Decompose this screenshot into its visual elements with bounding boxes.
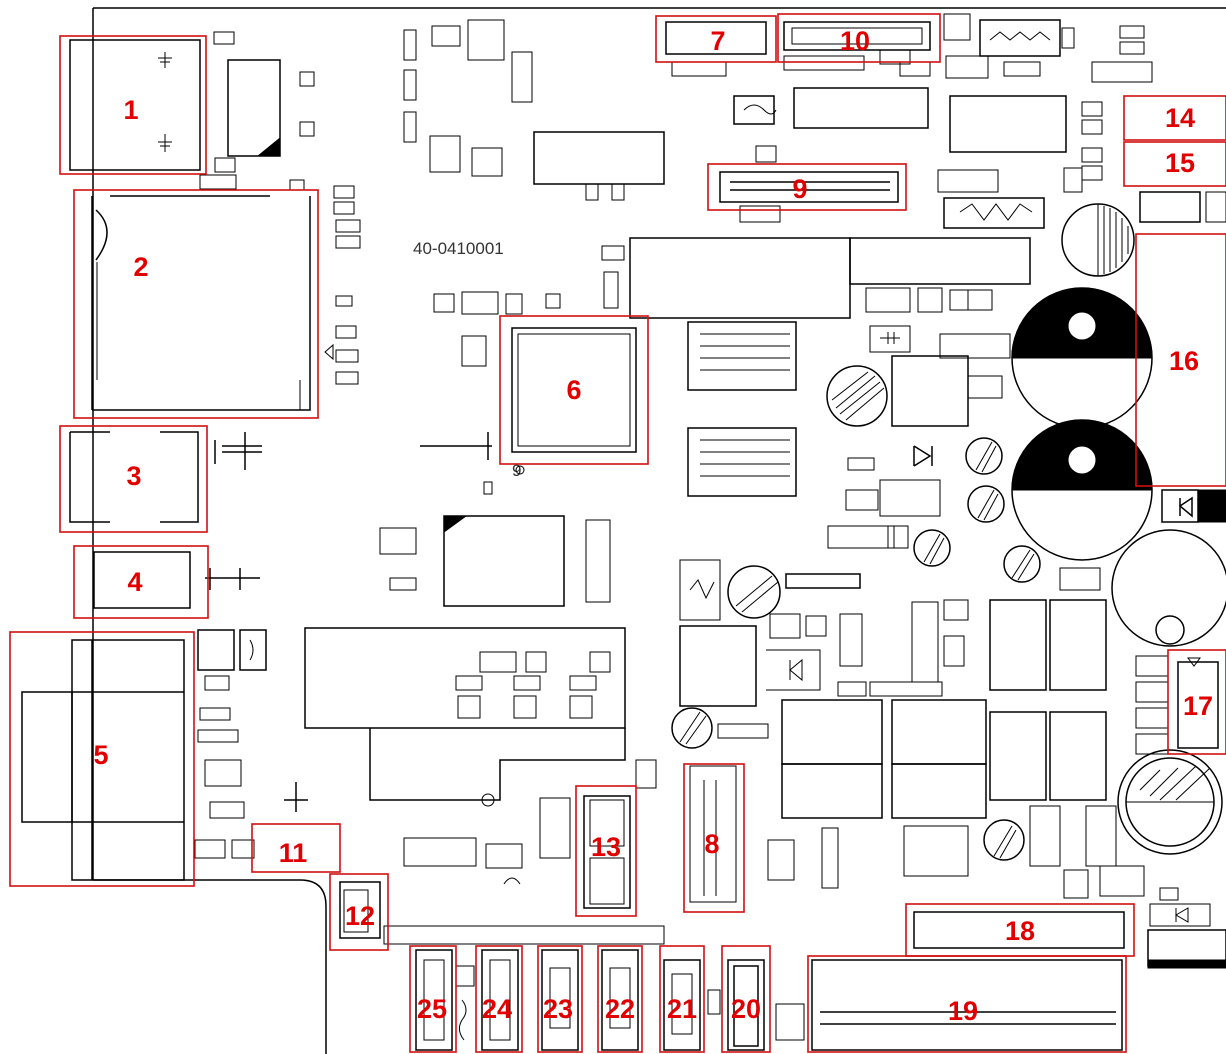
callout-12[interactable]: 12	[329, 873, 389, 951]
callout-7[interactable]: 7	[655, 15, 777, 63]
board-outline	[92, 7, 1226, 1054]
callout-label: 7	[710, 26, 725, 56]
callout-14[interactable]: 14	[1123, 95, 1226, 141]
svg-text:9: 9	[512, 461, 521, 480]
callout-4[interactable]: 4	[73, 545, 209, 619]
callout-label: 8	[704, 829, 719, 859]
callout-20[interactable]: 20	[721, 945, 771, 1053]
callout-13[interactable]: 13	[575, 785, 637, 917]
callout-15[interactable]: 15	[1123, 141, 1226, 187]
callout-label: 4	[127, 567, 142, 597]
callout-label: 1	[123, 95, 138, 125]
callout-11[interactable]: 11	[251, 823, 341, 873]
callout-16[interactable]: 16	[1135, 233, 1226, 487]
callout-3[interactable]: 3	[59, 425, 208, 533]
callout-label: 14	[1165, 103, 1195, 133]
callout-label: 16	[1169, 346, 1199, 376]
callout-label: 17	[1183, 691, 1213, 721]
callout-label: 19	[948, 996, 978, 1026]
callout-label: 3	[126, 461, 141, 491]
callout-2[interactable]: 2	[73, 189, 319, 419]
callout-label: 21	[667, 994, 697, 1024]
callout-19[interactable]: 19	[807, 955, 1127, 1053]
callout-1[interactable]: 1	[59, 35, 207, 175]
callout-label: 25	[417, 994, 447, 1024]
callouts: 1 2 3 4 5 6 7 8 9 10 11 12 13 14 15 16 1…	[9, 13, 1226, 1053]
callout-label: 9	[792, 174, 807, 204]
callout-label: 22	[605, 994, 635, 1024]
callout-6[interactable]: 6	[499, 315, 649, 465]
callout-17[interactable]: 17	[1167, 649, 1226, 755]
callout-label: 18	[1005, 916, 1035, 946]
callout-label: 6	[566, 375, 581, 405]
callout-24[interactable]: 24	[475, 945, 523, 1053]
callout-label: 12	[345, 901, 375, 931]
callout-9[interactable]: 9	[707, 163, 907, 211]
callout-5[interactable]: 5	[9, 631, 195, 887]
callout-label: 5	[93, 740, 108, 770]
callout-label: 23	[543, 994, 573, 1024]
callout-10[interactable]: 10	[777, 13, 941, 63]
callout-8[interactable]: 8	[683, 763, 745, 913]
callout-label: 20	[731, 994, 761, 1024]
callout-label: 13	[591, 832, 621, 862]
callout-label: 10	[840, 26, 870, 56]
callout-label: 2	[133, 252, 148, 282]
callout-label: 11	[279, 838, 308, 868]
callout-label: 15	[1165, 148, 1195, 178]
callout-25[interactable]: 25	[409, 945, 457, 1053]
callout-22[interactable]: 22	[597, 945, 643, 1053]
callout-23[interactable]: 23	[537, 945, 583, 1053]
callout-label: 24	[482, 994, 512, 1024]
callout-21[interactable]: 21	[659, 945, 705, 1053]
component-artwork: 9	[21, 13, 1226, 1051]
board-part-number: 40-0410001	[413, 239, 504, 258]
